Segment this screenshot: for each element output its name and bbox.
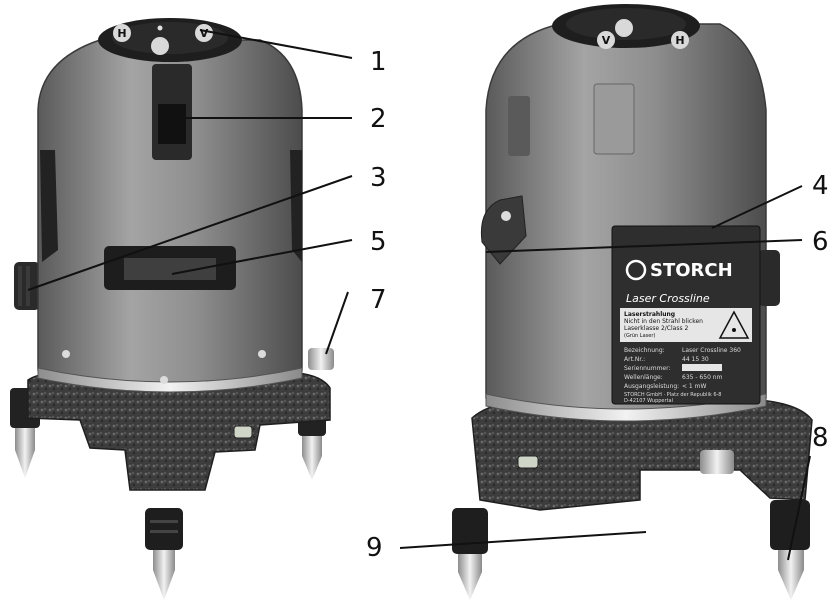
label-row-value: 44 15 30 xyxy=(682,356,709,363)
leader-7 xyxy=(325,291,349,355)
callout-3: 3 xyxy=(370,163,387,193)
left-button-h xyxy=(113,24,131,42)
leader-5 xyxy=(171,239,353,275)
label-brand: STORCH xyxy=(650,260,733,281)
callout-1: 1 xyxy=(370,47,387,77)
right-power-button xyxy=(615,19,633,37)
left-device: H V xyxy=(10,18,334,600)
leader-3 xyxy=(27,175,353,291)
right-adjust-knob xyxy=(758,250,780,306)
label-product: Laser Crossline xyxy=(626,292,710,305)
label-address: STORCH GmbH · Platz der Republik 6-8 xyxy=(624,392,722,398)
left-power-button xyxy=(151,37,169,55)
left-button-h-label: H xyxy=(117,27,126,40)
left-screw xyxy=(62,350,70,358)
right-side-window xyxy=(508,96,530,156)
label-row-key: Ausgangsleistung: xyxy=(624,383,679,390)
label-row-key: Wellenlänge: xyxy=(624,374,663,381)
callout-2: 2 xyxy=(370,104,387,134)
label-address: D-42107 Wuppertal xyxy=(624,398,673,404)
left-handle-right xyxy=(290,150,302,262)
label-row-key: Art.Nr.: xyxy=(624,356,645,363)
leader-8 xyxy=(787,455,811,561)
label-row-value: 635 - 650 nm xyxy=(682,374,723,381)
callout-5: 5 xyxy=(370,227,387,257)
left-button-v xyxy=(195,24,213,42)
right-fine-screw xyxy=(700,450,734,474)
label-warning-line: Nicht in den Strahl blicken xyxy=(624,318,703,325)
callout-7: 7 xyxy=(370,285,387,315)
leader-4 xyxy=(711,185,803,229)
right-silver-ring xyxy=(485,393,767,422)
callout-9: 9 xyxy=(366,533,383,563)
right-device: V H STORCH Laser Crossline Laserstrahlun… xyxy=(452,4,813,600)
left-silver-ring xyxy=(37,367,303,393)
label-warning-line: (Grün Laser) xyxy=(624,333,655,339)
leader-1 xyxy=(199,29,353,59)
right-tripod-leg-right xyxy=(770,500,810,600)
callout-leaders xyxy=(27,29,811,561)
brand-logo-icon xyxy=(625,259,647,281)
left-screw xyxy=(160,376,168,384)
left-status-led xyxy=(157,25,163,31)
right-carry-handle xyxy=(480,195,527,265)
left-button-v-label: V xyxy=(200,27,209,40)
right-button-v xyxy=(597,31,615,49)
right-tripod-leg-left xyxy=(452,508,488,600)
label-row-value: Laser Crossline 360 xyxy=(682,347,741,354)
left-handle-left xyxy=(40,150,58,262)
callout-4: 4 xyxy=(812,171,829,201)
right-button-h xyxy=(671,31,689,49)
callout-6: 6 xyxy=(812,227,829,257)
right-top-window xyxy=(593,83,635,155)
leader-9 xyxy=(399,531,647,549)
callout-numbers: 1 2 3 5 7 4 6 8 9 xyxy=(366,47,829,563)
left-tripod-leg-front xyxy=(145,508,183,600)
left-base-vial xyxy=(233,425,253,439)
callout-8: 8 xyxy=(812,423,829,453)
label-row-key: Bezeichnung: xyxy=(624,347,665,354)
label-row-value: < 1 mW xyxy=(682,383,707,390)
left-screw xyxy=(258,350,266,358)
leader-6 xyxy=(485,239,803,253)
right-button-v-label: V xyxy=(602,34,611,47)
laser-warning-icon xyxy=(718,310,750,339)
right-base-vial xyxy=(517,455,539,469)
left-fine-screw xyxy=(308,348,334,370)
label-warning-line: Laserklasse 2/Class 2 xyxy=(624,325,689,332)
label-spec-rows: Bezeichnung: Laser Crossline 360 Art.Nr.… xyxy=(624,347,741,404)
label-warning-line: Laserstrahlung xyxy=(624,311,675,318)
label-row-key: Seriennummer: xyxy=(624,365,671,372)
right-button-h-label: H xyxy=(675,34,684,47)
